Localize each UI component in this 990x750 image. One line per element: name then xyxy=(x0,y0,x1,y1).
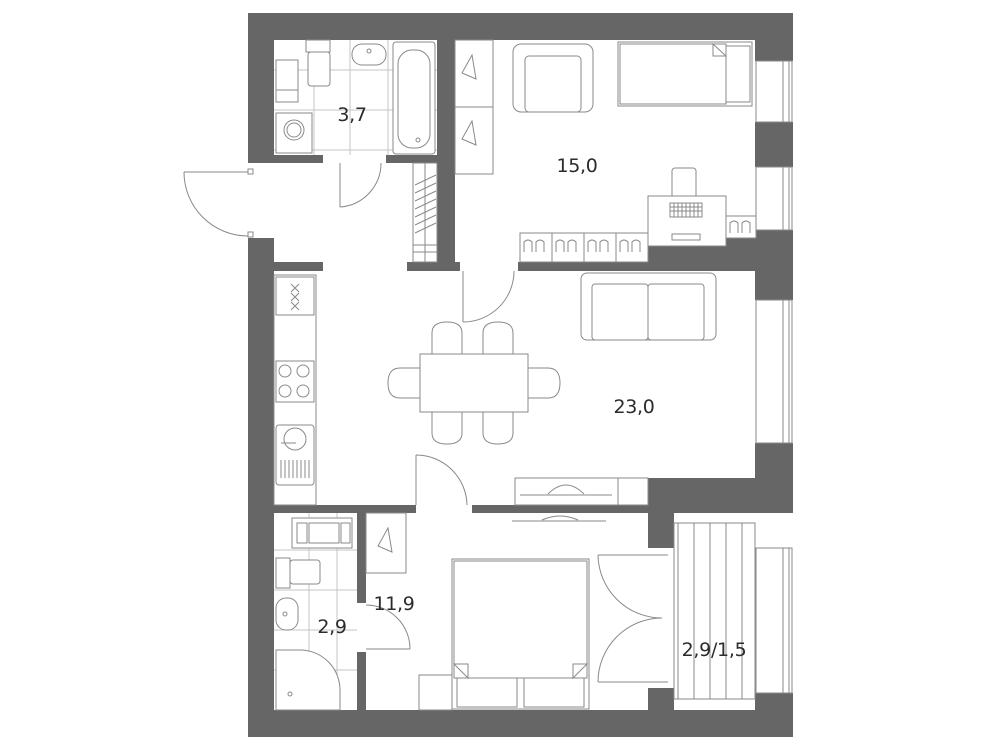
master-bedroom-door[interactable] xyxy=(415,454,468,506)
kitchen-fixtures xyxy=(273,274,317,506)
bedroom-furniture xyxy=(454,39,757,263)
entrance-door[interactable] xyxy=(183,168,254,238)
walls xyxy=(248,13,793,737)
area-label-living-kitchen: 23,0 xyxy=(613,396,655,418)
area-label-bedroom: 15,0 xyxy=(556,155,598,177)
area-label-bathroom-2: 2,9 xyxy=(317,616,347,638)
area-label-master-bedroom: 11,9 xyxy=(373,593,415,615)
bathroom-2-door[interactable] xyxy=(365,604,411,650)
loggia-door[interactable] xyxy=(597,554,668,683)
master-bedroom-furniture xyxy=(365,512,606,711)
windows xyxy=(755,60,793,694)
bathroom-2-fixtures xyxy=(274,513,357,711)
bathroom-1-fixtures xyxy=(274,39,437,155)
bathroom-1-door[interactable] xyxy=(339,162,382,208)
bedroom-door[interactable] xyxy=(462,270,515,323)
ventilation-shaft xyxy=(412,162,438,263)
dining-table-set xyxy=(387,321,561,445)
area-label-bathroom-1: 3,7 xyxy=(337,104,367,126)
loggia-decking xyxy=(673,522,756,700)
area-label-loggia: 2,9/1,5 xyxy=(681,639,747,661)
living-furniture xyxy=(514,272,717,506)
